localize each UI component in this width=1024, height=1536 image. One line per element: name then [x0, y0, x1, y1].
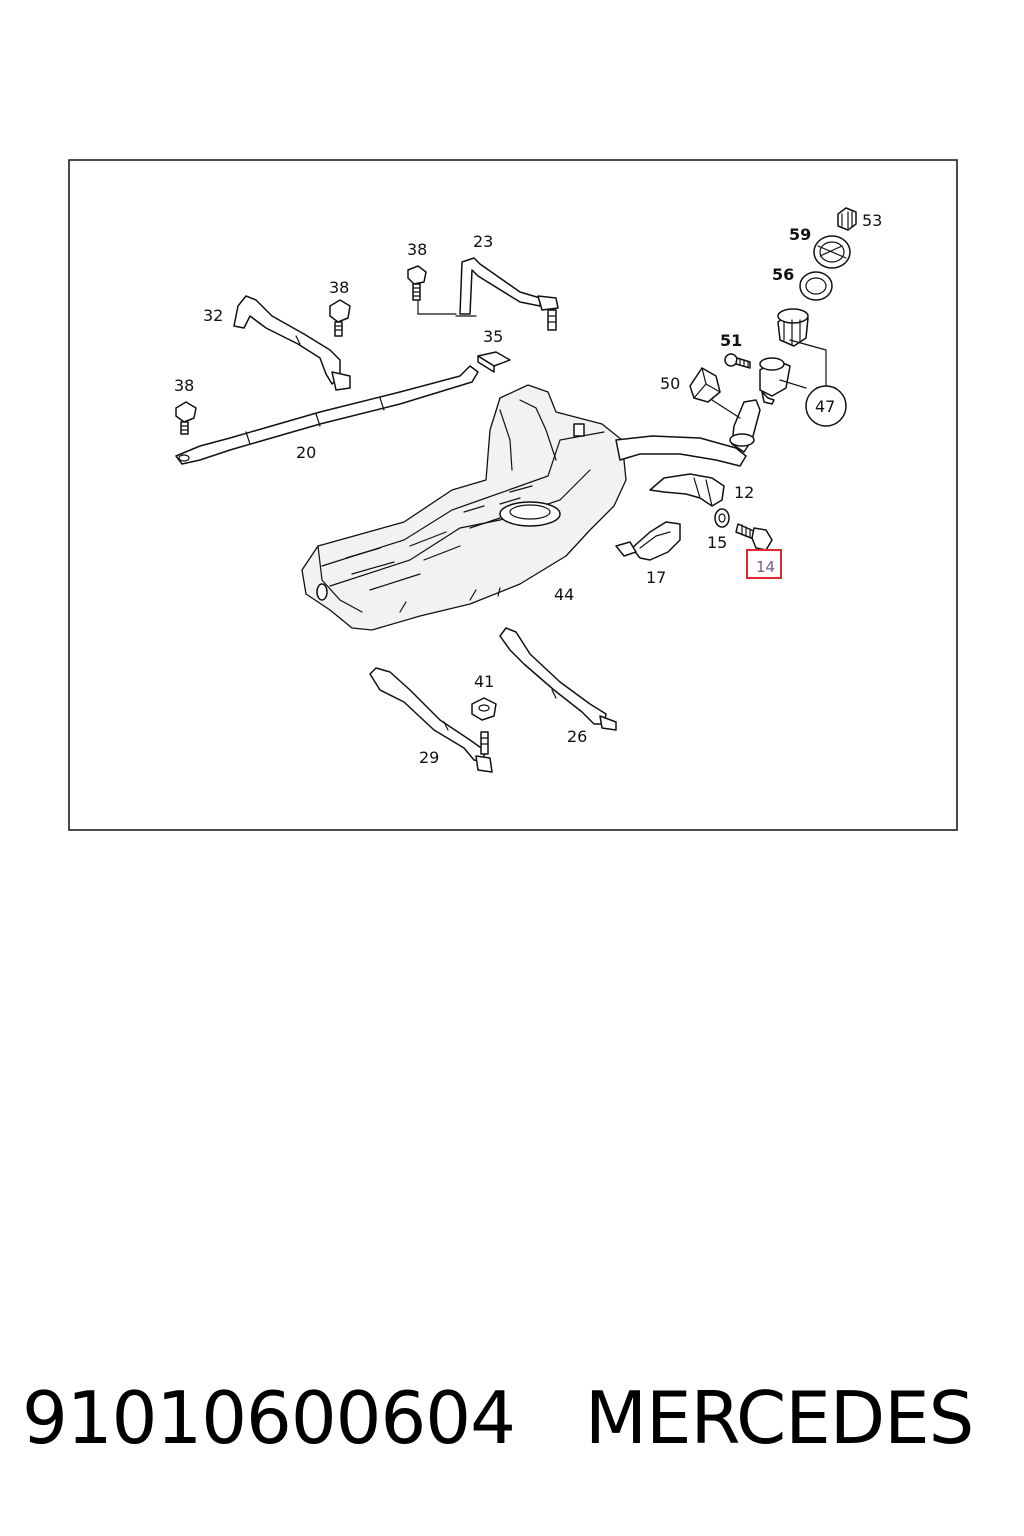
crossmember-20-part — [175, 365, 479, 465]
callout-23: 23 — [473, 232, 493, 251]
filler-cap-part — [837, 207, 857, 231]
bracket-23-part — [455, 257, 559, 331]
callout-53: 53 — [862, 211, 882, 230]
nut-41-part — [471, 697, 497, 755]
bolt-38-part — [175, 401, 197, 435]
clip-50-part — [689, 367, 741, 419]
callout-14: 14 — [756, 558, 775, 576]
fuel-tank-part — [301, 384, 627, 631]
bolt-38-part — [407, 265, 427, 301]
callout-59: 59 — [789, 225, 811, 244]
group-47-circle — [805, 385, 847, 427]
bolt-38-part — [329, 299, 351, 337]
callout-35: 35 — [483, 327, 503, 346]
callout-20: 20 — [296, 443, 316, 462]
part-number: 91010600604 — [22, 1376, 516, 1460]
callout-50: 50 — [660, 374, 680, 393]
washer-15-part — [714, 508, 730, 528]
pad-35-part — [477, 351, 511, 373]
bolt-14-part — [735, 523, 773, 551]
group-47-leader — [779, 339, 827, 389]
filler-pipe-part — [615, 399, 761, 467]
callout-29: 29 — [419, 748, 439, 767]
callout-15: 15 — [707, 533, 727, 552]
brand-name: MERCEDES — [584, 1376, 974, 1460]
strap-32-part — [233, 295, 351, 391]
fuel-gauge-unit-part — [777, 308, 809, 347]
callout-51: 51 — [720, 331, 742, 350]
strap-17-part — [615, 521, 681, 561]
callout-38-middle: 38 — [329, 278, 349, 297]
callout-14-highlight-box — [746, 549, 782, 579]
seal-ring-part — [799, 271, 833, 301]
lock-ring-part — [813, 235, 851, 269]
strap-29-part — [369, 667, 493, 773]
bolt-38-leader — [417, 299, 457, 315]
callout-47: 47 — [815, 397, 835, 416]
callout-41: 41 — [474, 672, 494, 691]
caption: 91010600604 MERCEDES — [22, 1368, 1012, 1468]
callout-12: 12 — [734, 483, 754, 502]
callout-56: 56 — [772, 265, 794, 284]
callout-17: 17 — [646, 568, 666, 587]
callout-38-left: 38 — [174, 376, 194, 395]
callout-26: 26 — [567, 727, 587, 746]
screw-51-part — [724, 353, 751, 369]
callout-38-top: 38 — [407, 240, 427, 259]
callout-44: 44 — [554, 585, 574, 604]
filler-neck-part — [759, 357, 791, 405]
callout-32: 32 — [203, 306, 223, 325]
strap-26-part — [499, 627, 617, 731]
bracket-12-part — [649, 473, 725, 507]
